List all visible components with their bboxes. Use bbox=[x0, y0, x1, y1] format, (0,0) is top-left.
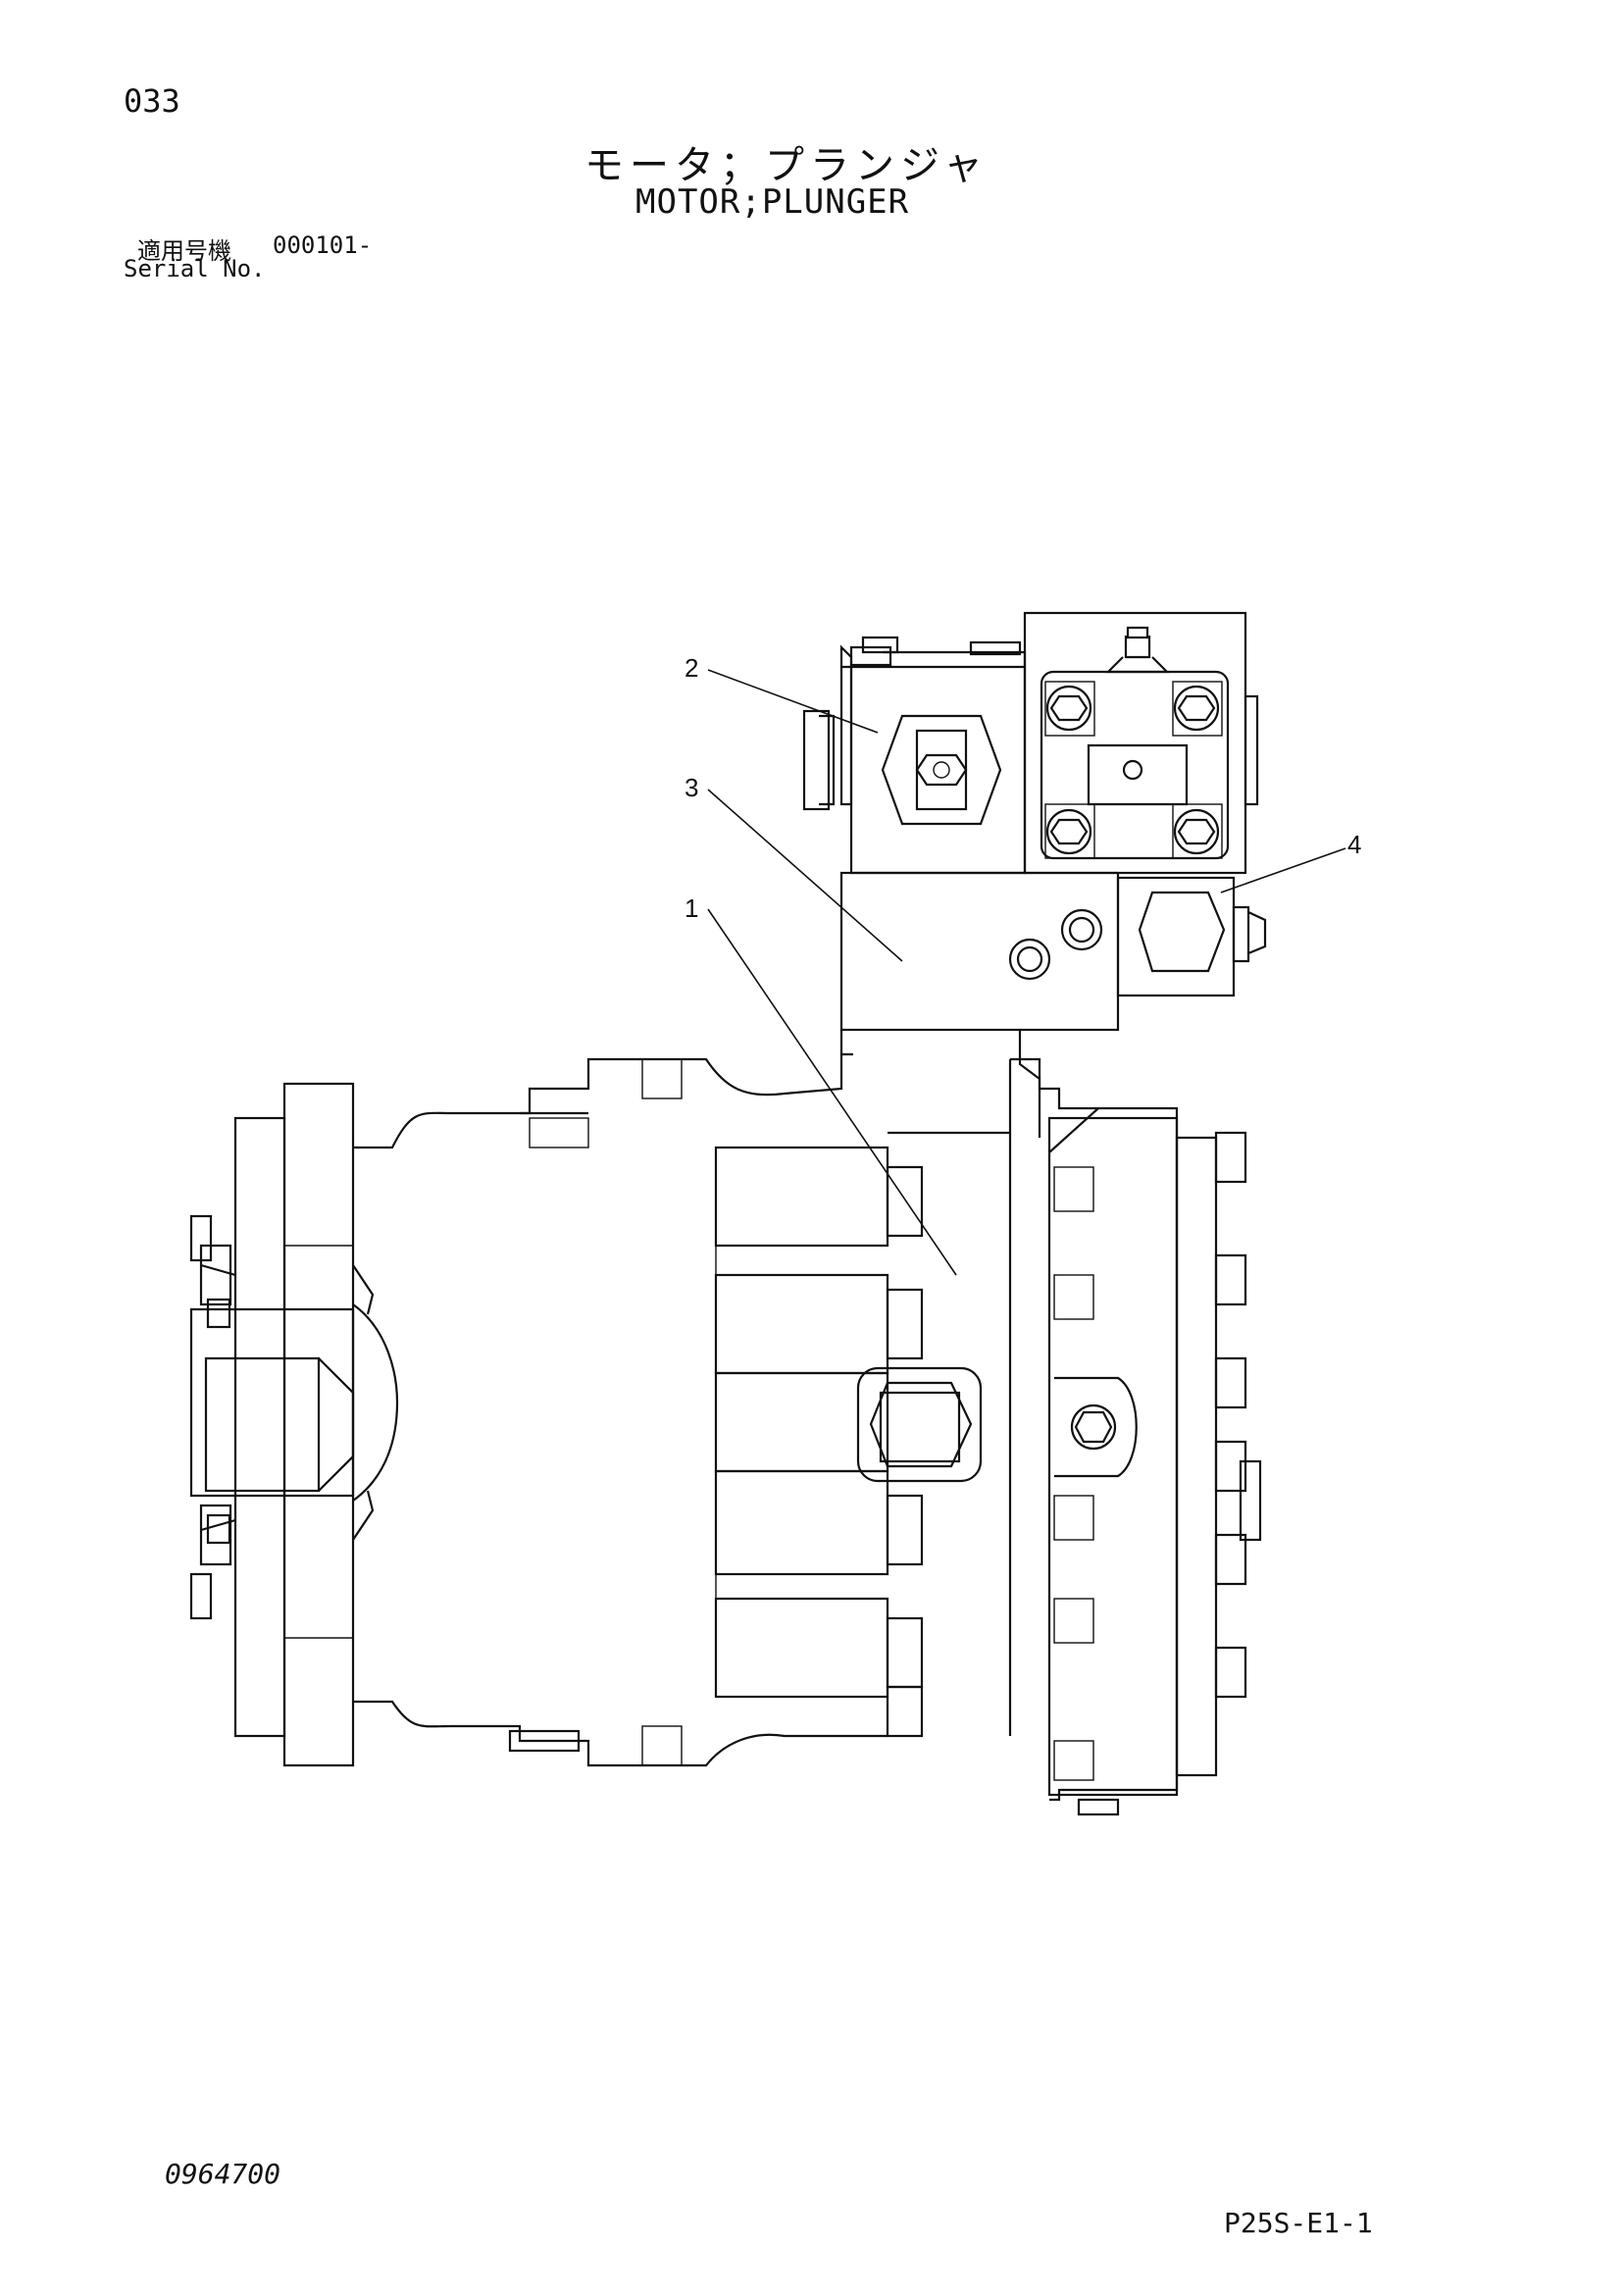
callout-1: 1 bbox=[685, 893, 698, 923]
end-cover-bolts bbox=[1214, 1131, 1262, 1699]
check-valve-item-4 bbox=[1116, 876, 1267, 997]
cover-bolt bbox=[1045, 808, 1092, 855]
serial-label-english: Serial No. bbox=[124, 255, 266, 282]
callout-4: 4 bbox=[1347, 830, 1361, 859]
cover-bolt bbox=[1173, 808, 1220, 855]
title-english: MOTOR;PLUNGER bbox=[635, 182, 910, 222]
cover-bolt bbox=[1173, 685, 1220, 732]
document-number: 0964700 bbox=[165, 2158, 281, 2190]
motor-housing bbox=[189, 1054, 1012, 1767]
page-number: 033 bbox=[124, 82, 180, 120]
relief-valve-item-3 bbox=[839, 871, 1120, 1138]
serial-value: 000101- bbox=[273, 231, 373, 259]
end-cover bbox=[1010, 1057, 1262, 1816]
callouts: 2 3 1 4 bbox=[685, 653, 1361, 1276]
page-code: P25S-E1-1 bbox=[1224, 2207, 1373, 2239]
title-japanese: モータ；プランジャ bbox=[584, 143, 989, 188]
port-plug bbox=[856, 1366, 983, 1483]
callout-2: 2 bbox=[685, 653, 698, 683]
upper-valve-block bbox=[802, 636, 1027, 875]
callout-3: 3 bbox=[685, 773, 698, 802]
cover-bolt bbox=[1045, 685, 1092, 732]
serial-label-japanese: 適用号機 bbox=[137, 237, 231, 265]
hex-plug-item-2 bbox=[881, 714, 1002, 826]
top-cover-block bbox=[1023, 611, 1259, 875]
cylinder-barrels bbox=[714, 1146, 924, 1738]
